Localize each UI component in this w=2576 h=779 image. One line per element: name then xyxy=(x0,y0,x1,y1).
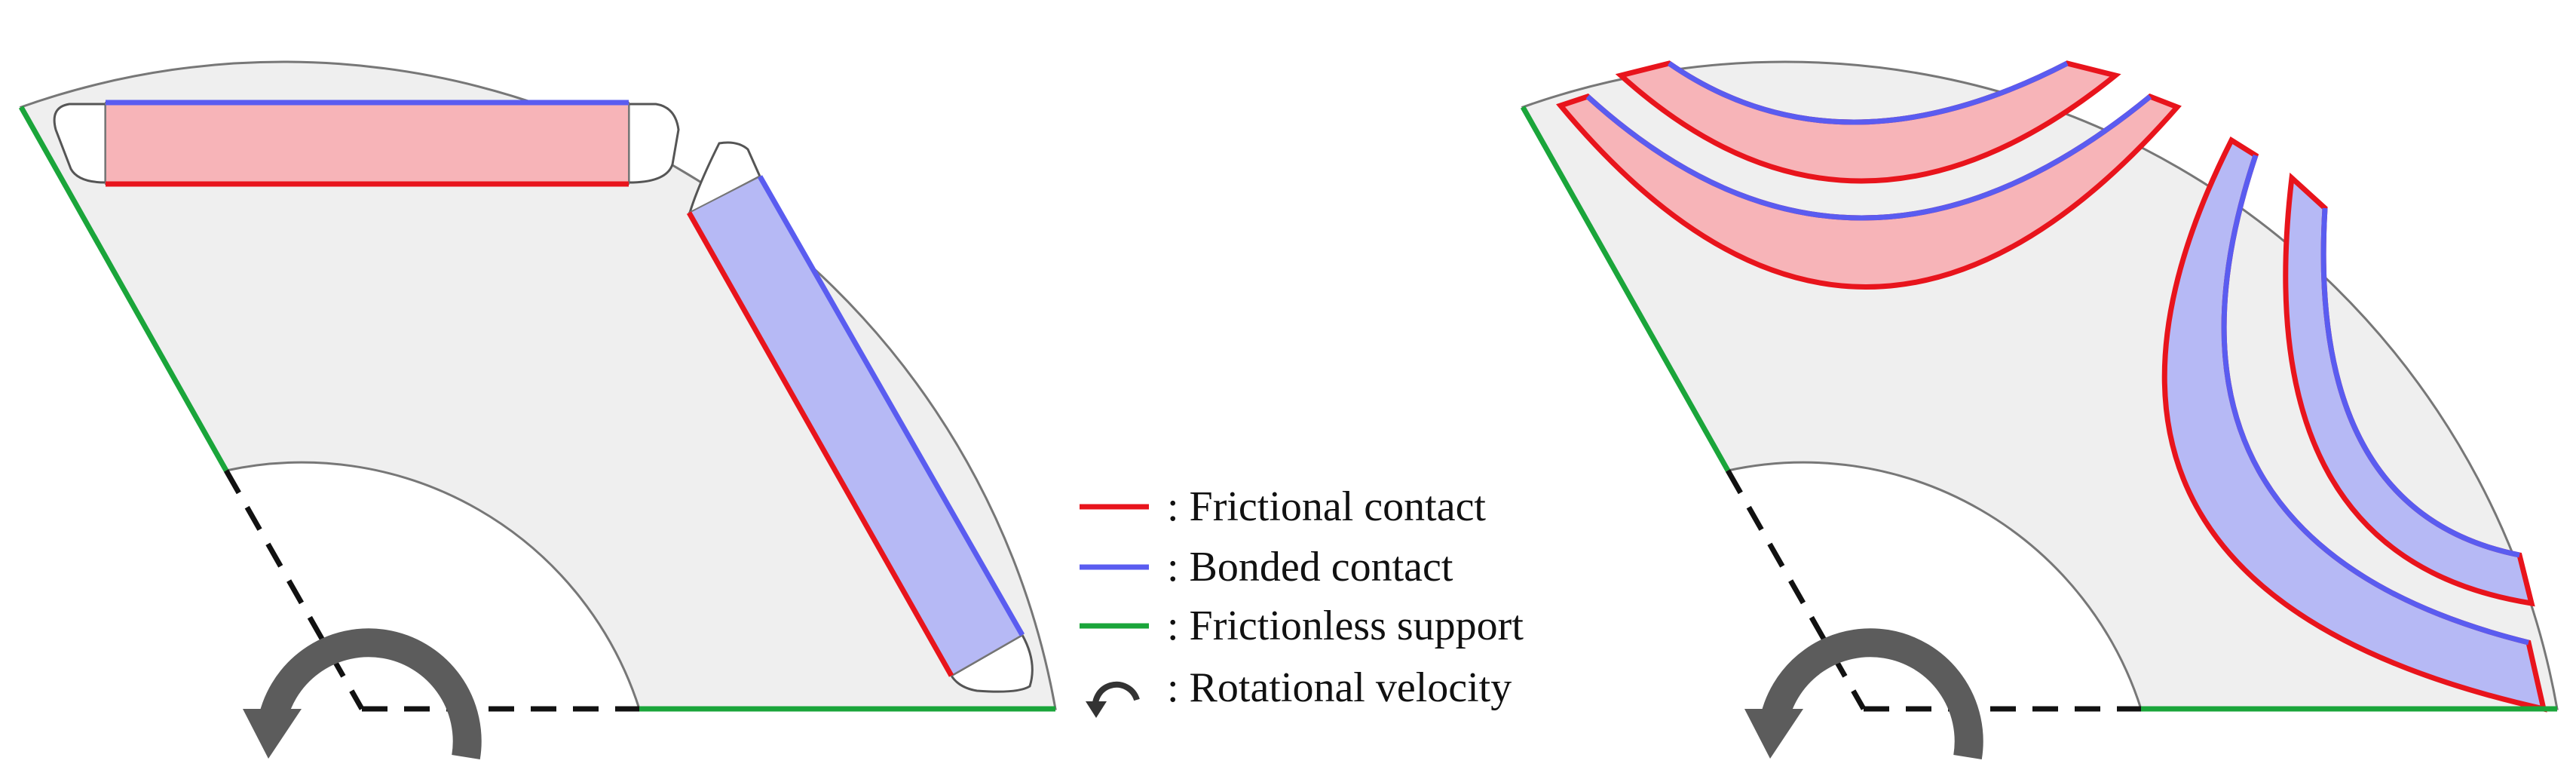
legend-item-frictional: : Frictional contact xyxy=(1080,483,1486,530)
legend-item-rotation: : Rotational velocity xyxy=(1086,664,1512,718)
legend-rotation-arrow-icon xyxy=(1086,681,1140,718)
legend-label-frictionless: : Frictionless support xyxy=(1167,603,1524,649)
legend-label-bonded: : Bonded contact xyxy=(1167,544,1453,590)
legend-item-bonded: : Bonded contact xyxy=(1080,544,1453,590)
left-rotor-model xyxy=(18,60,1057,760)
legend: : Frictional contact : Bonded contact : … xyxy=(1080,483,1524,718)
left-rotor-sector xyxy=(19,60,1057,710)
right-axis-dash-slanted xyxy=(1725,469,1867,710)
left-magnet-horizontal xyxy=(105,102,629,185)
right-rotation-arrow-icon xyxy=(1744,628,1983,760)
left-axis-dash-slanted xyxy=(223,469,365,710)
left-air-pocket-3 xyxy=(688,141,761,214)
legend-item-frictionless: : Frictionless support xyxy=(1080,603,1524,649)
right-frictionless-support-slanted xyxy=(1520,106,1731,472)
right-magnet-curve-outer-bonded-edge xyxy=(2221,154,2529,646)
right-magnet-curve-inner-bonded-edge xyxy=(2320,207,2520,558)
right-magnet-arc-lower-bonded-edge xyxy=(1585,94,2152,221)
left-air-pocket-2 xyxy=(627,103,680,184)
left-frictionless-support-slanted xyxy=(18,106,229,472)
legend-label-rotation: : Rotational velocity xyxy=(1167,664,1512,711)
legend-label-frictional: : Frictional contact xyxy=(1167,483,1486,530)
left-magnet-slanted-bonded-edge xyxy=(757,175,1025,636)
right-magnet-arc-upper-bonded-edge xyxy=(1668,60,2069,125)
left-air-pocket-4 xyxy=(949,633,1034,693)
left-air-pocket-1 xyxy=(53,103,107,184)
left-rotation-arrow-icon xyxy=(243,628,482,760)
left-magnet-slanted-frictional-edge xyxy=(686,211,954,677)
right-rotor-model xyxy=(1520,60,2559,760)
